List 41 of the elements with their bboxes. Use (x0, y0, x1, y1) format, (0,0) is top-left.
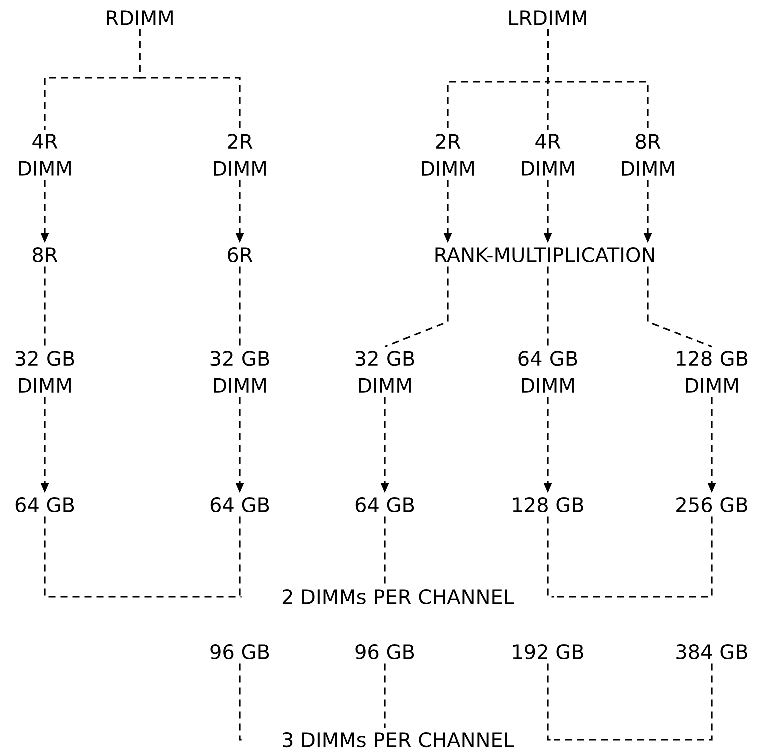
node-label: 384 GB (676, 644, 748, 660)
node-label: 6R (228, 247, 253, 263)
dashed-connector (547, 266, 549, 347)
dashed-connector (239, 664, 242, 741)
dashed-connector (44, 516, 242, 598)
node-label: RDIMM (107, 10, 173, 26)
dashed-connector (139, 29, 241, 130)
node-label: LRDIMM (510, 10, 586, 26)
dashed-connector (239, 266, 241, 347)
node-label: 4R DIMM (19, 134, 71, 176)
dashed-connector (647, 266, 712, 348)
node-label: 192 GB (513, 644, 584, 660)
node-label: 4R DIMM (522, 134, 574, 176)
dashed-connector (44, 266, 46, 347)
dashed-connector (384, 516, 386, 586)
node-label: 256 GB (676, 497, 748, 513)
node-label: 96 GB (210, 644, 270, 660)
dashed-connector (384, 664, 386, 728)
dashed-connector (384, 266, 449, 348)
node-label: 8R DIMM (622, 134, 674, 176)
dashed-connector (547, 29, 649, 130)
node-label: 2R DIMM (422, 134, 474, 176)
node-label: 64 GB (210, 497, 270, 513)
node-label: 64 GB (16, 497, 74, 513)
node-label: 32 GB DIMM (356, 351, 414, 393)
node-label: RANK-MULTIPLICATION (436, 247, 654, 263)
node-label: 96 GB (356, 644, 414, 660)
dashed-connector (239, 516, 242, 598)
node-label: 32 GB DIMM (16, 351, 74, 393)
dashed-connector (554, 664, 713, 741)
dashed-connector (554, 516, 713, 598)
node-label: 64 GB DIMM (518, 351, 578, 393)
dashed-connector (547, 516, 554, 598)
node-label: 3 DIMMs PER CHANNEL (283, 732, 514, 748)
node-label: 128 GB DIMM (677, 351, 748, 393)
node-label: 128 GB (513, 497, 584, 513)
node-label: 8R (33, 247, 58, 263)
node-label: 32 GB DIMM (210, 351, 270, 393)
node-label: 2R DIMM (214, 134, 266, 176)
node-label: 2 DIMMs PER CHANNEL (282, 589, 514, 605)
node-label: 64 GB (356, 497, 414, 513)
